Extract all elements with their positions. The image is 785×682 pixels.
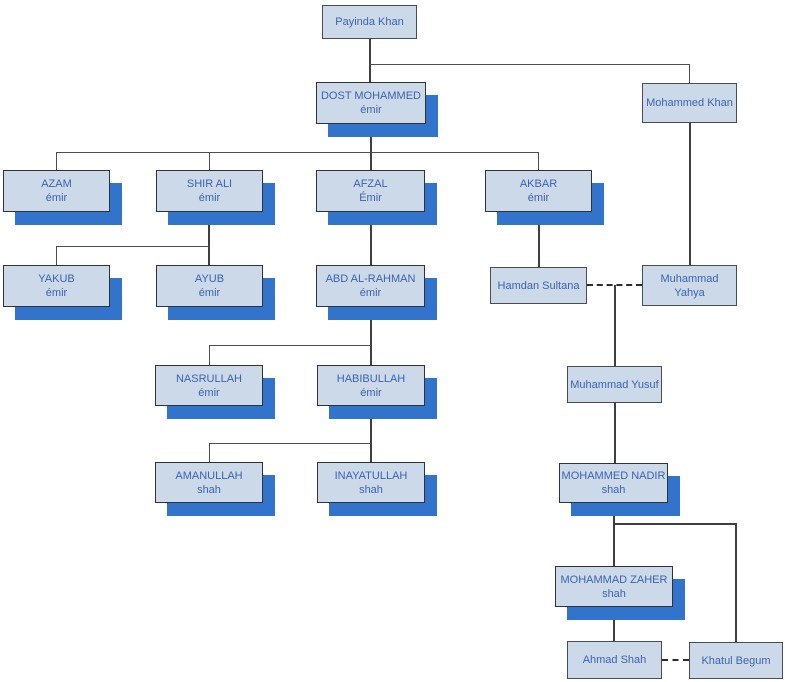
node-title: émir <box>360 386 382 399</box>
node-name: Khatul Begum <box>701 654 771 667</box>
node-azam[interactable]: AZAM émir <box>3 170 110 212</box>
node-name: NASRULLAH <box>175 372 243 385</box>
node-title: shah <box>197 483 221 496</box>
node-amanullah[interactable]: AMANULLAH shah <box>155 462 263 503</box>
node-name: AZAM <box>41 178 72 190</box>
connector-rail-abd-children <box>209 345 371 346</box>
node-title: émir <box>198 287 221 299</box>
connector-yusuf-nadir <box>614 402 616 464</box>
node-name: Hamdan Sultana <box>497 279 580 292</box>
node-title: émir <box>360 104 382 116</box>
connector-drop-mohammed-khan <box>689 64 690 83</box>
node-name: DOST MOHAMMED <box>320 90 422 102</box>
connector-drop-nasrullah <box>209 345 210 365</box>
node-hamdan-sultana[interactable]: Hamdan Sultana <box>490 267 587 304</box>
node-name: SHIR ALI <box>186 178 233 190</box>
node-name: AFZAL <box>353 178 388 190</box>
connector-drop-yakub <box>56 246 57 265</box>
node-shir-ali[interactable]: SHIR ALI émir <box>156 170 263 212</box>
node-dost-mohammed[interactable]: DOST MOHAMMED émir <box>316 82 426 124</box>
connector-rail-shirali-children <box>56 246 209 247</box>
connector-habib-inayatullah <box>370 405 372 462</box>
node-payinda-khan[interactable]: Payinda Khan <box>322 5 417 39</box>
node-name: YAKUB <box>38 273 75 285</box>
connector-afzal-abd <box>370 211 372 265</box>
node-name: AMANULLAH <box>175 469 243 482</box>
node-name: Payinda Khan <box>335 16 404 28</box>
node-title: émir <box>198 386 220 399</box>
node-abd-al-rahman[interactable]: ABD AL-RAHMAN émir <box>316 265 425 307</box>
node-ayub[interactable]: AYUB émir <box>156 265 263 307</box>
node-title: Émir <box>359 192 382 204</box>
connector-khan-yahya <box>689 123 691 265</box>
connector-rail-dost-children <box>56 152 539 153</box>
node-afzal[interactable]: AFZAL Émir <box>316 170 425 212</box>
node-title: shah <box>602 587 626 600</box>
node-name: MOHAMMED NADIR <box>561 470 666 482</box>
node-yakub[interactable]: YAKUB émir <box>3 265 110 307</box>
connector-drop-khatul <box>735 523 737 642</box>
connector-akbar-hamdan <box>538 211 540 267</box>
node-title: émir <box>45 192 68 204</box>
connector-branch-khatul <box>614 523 737 525</box>
node-mohammed-khan[interactable]: Mohammed Khan <box>642 83 737 123</box>
connector-drop-akbar <box>538 152 539 170</box>
connector-drop-shir-ali <box>209 152 210 170</box>
node-name: ABD AL-RAHMAN <box>325 273 416 285</box>
node-name: Muhammad Yusuf <box>570 378 659 391</box>
node-title: shah <box>359 483 383 496</box>
node-habibullah[interactable]: HABIBULLAH émir <box>317 365 425 406</box>
connector-drop-azam <box>56 152 57 170</box>
node-name: AKBAR <box>519 178 558 190</box>
node-inayatullah[interactable]: INAYATULLAH shah <box>317 462 425 503</box>
node-name: Mohammed Khan <box>646 97 733 109</box>
connector-marriage-yusuf <box>614 285 616 366</box>
connector-payinda-down <box>369 39 371 82</box>
node-muhammad-yusuf[interactable]: Muhammad Yusuf <box>567 366 662 403</box>
node-name: HABIBULLAH <box>336 372 406 385</box>
connector-abd-habibullah <box>370 306 372 365</box>
node-title: shah <box>601 484 626 496</box>
node-mohammed-nadir[interactable]: MOHAMMED NADIR shah <box>559 463 668 503</box>
connector-rail-top <box>369 64 690 65</box>
marriage-line-ahmad-khatul <box>662 659 689 661</box>
node-title: émir <box>359 287 382 299</box>
connector-drop-amanullah <box>209 443 210 462</box>
node-mohammad-zaher[interactable]: MOHAMMAD ZAHER shah <box>555 566 673 607</box>
node-name: Muhammad Yahya <box>660 272 719 299</box>
node-name: AYUB <box>194 273 225 285</box>
node-nasrullah[interactable]: NASRULLAH émir <box>155 365 263 406</box>
node-name: Ahmad Shah <box>582 654 647 666</box>
connector-zaher-ahmad <box>613 606 615 641</box>
node-name: MOHAMMAD ZAHER <box>560 573 668 586</box>
node-muhammad-yahya[interactable]: Muhammad Yahya <box>642 265 737 306</box>
node-name: INAYATULLAH <box>334 469 408 482</box>
connector-shirali-down <box>208 211 210 265</box>
node-khatul-begum[interactable]: Khatul Begum <box>689 642 783 679</box>
node-akbar[interactable]: AKBAR émir <box>485 170 592 212</box>
node-title: émir <box>45 287 68 299</box>
node-title: émir <box>527 192 550 204</box>
node-ahmad-shah[interactable]: Ahmad Shah <box>567 641 662 679</box>
connector-nadir-zaher <box>613 503 615 566</box>
connector-rail-habib-children <box>209 443 371 444</box>
connector-dost-down <box>370 123 372 170</box>
node-title: émir <box>198 192 221 204</box>
